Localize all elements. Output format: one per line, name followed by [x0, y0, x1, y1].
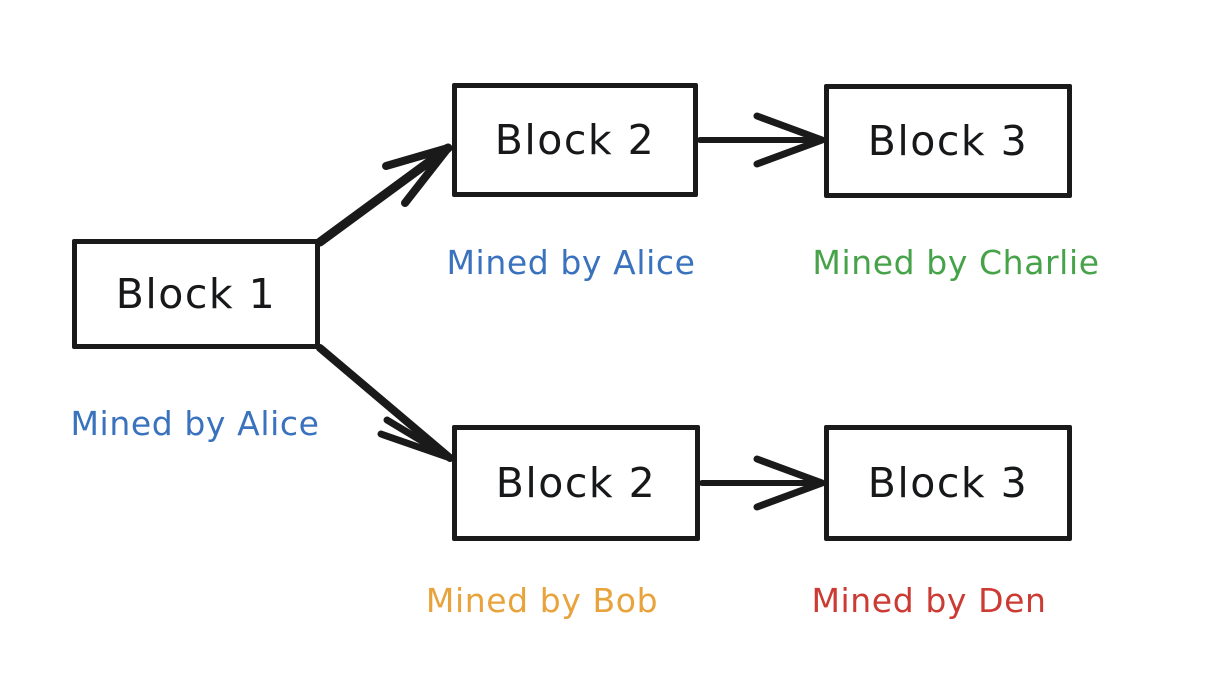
- miner-label-fork-b-3: Mined by Den: [811, 581, 1047, 620]
- block-node-fork-a-2[interactable]: Block 2: [452, 83, 698, 197]
- connector-fork-b-2-to-3: [699, 455, 826, 511]
- connector-fork-a-2-to-3: [697, 112, 826, 168]
- miner-label-fork-a-2: Mined by Alice: [446, 243, 696, 282]
- miner-label-fork-b-2: Mined by Bob: [425, 581, 659, 620]
- block-node-fork-b-2[interactable]: Block 2: [452, 425, 700, 541]
- connector-genesis-to-fork-a: [315, 143, 453, 247]
- block-node-fork-a-3[interactable]: Block 3: [824, 84, 1072, 198]
- miner-label-genesis: Mined by Alice: [70, 404, 320, 443]
- block-node-genesis[interactable]: Block 1: [72, 239, 320, 349]
- miner-label-fork-a-3: Mined by Charlie: [812, 243, 1100, 282]
- block-title: Block 1: [115, 269, 277, 318]
- block-title: Block 3: [867, 458, 1029, 507]
- connector-genesis-to-fork-b: [316, 344, 454, 462]
- block-title: Block 2: [494, 115, 656, 164]
- block-title: Block 3: [867, 116, 1029, 165]
- block-title: Block 2: [495, 458, 657, 507]
- block-node-fork-b-3[interactable]: Block 3: [824, 425, 1072, 541]
